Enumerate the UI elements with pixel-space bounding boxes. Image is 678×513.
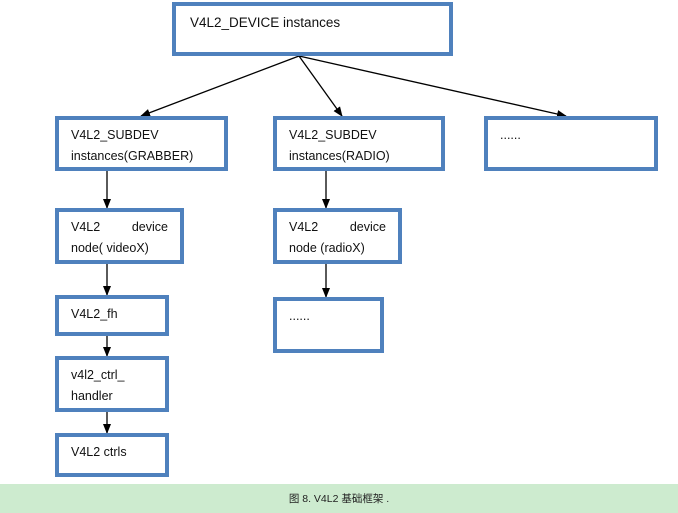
radio-more-label: ...... bbox=[289, 309, 310, 323]
subdev-grabber-line2: instances(GRABBER) bbox=[71, 149, 194, 163]
subdev-radio-line1: V4L2_SUBDEV bbox=[289, 128, 377, 142]
arrow-root-to-radio bbox=[298, 55, 343, 117]
subdev-grabber-line1: V4L2_SUBDEV bbox=[71, 128, 159, 142]
radio-more-box: ...... bbox=[273, 297, 384, 353]
video-device-node-box: V4L2 device node( videoX) bbox=[55, 208, 184, 264]
v4l2-device-instances-box: V4L2_DEVICE instances bbox=[172, 2, 453, 56]
figure-caption: 图 8. V4L2 基础框架 . bbox=[288, 493, 390, 505]
radio-device-node-line2: node (radioX) bbox=[289, 241, 365, 255]
subdev-more-box: ...... bbox=[484, 116, 658, 171]
caption-bar: 图 8. V4L2 基础框架 . bbox=[0, 484, 678, 513]
arrow-root-to-more bbox=[298, 55, 567, 118]
radio-device-node-box: V4L2 device node (radioX) bbox=[273, 208, 402, 264]
v4l2-ctrls-label: V4L2 ctrls bbox=[71, 445, 127, 459]
arrow-root-to-grabber bbox=[140, 55, 300, 117]
ctrl-handler-line1: v4l2_ctrl_ bbox=[71, 368, 125, 382]
subdev-more-label: ...... bbox=[500, 128, 521, 142]
subdev-radio-line2: instances(RADIO) bbox=[289, 149, 390, 163]
v4l2-fh-box: V4L2_fh bbox=[55, 295, 169, 336]
v4l2-framework-diagram: V4L2_DEVICE instances V4L2_SUBDEV instan… bbox=[55, 2, 658, 477]
video-device-node-line1: V4L2 device bbox=[71, 220, 168, 234]
video-device-node-line2: node( videoX) bbox=[71, 241, 149, 255]
v4l2-fh-label: V4L2_fh bbox=[71, 307, 118, 321]
subdev-grabber-box: V4L2_SUBDEV instances(GRABBER) bbox=[55, 116, 228, 171]
v4l2-ctrl-handler-box: v4l2_ctrl_ handler bbox=[55, 356, 169, 412]
v4l2-device-instances-label: V4L2_DEVICE instances bbox=[190, 15, 341, 30]
v4l2-ctrls-box: V4L2 ctrls bbox=[55, 433, 169, 477]
ctrl-handler-line2: handler bbox=[71, 389, 113, 403]
radio-device-node-line1: V4L2 device bbox=[289, 220, 386, 234]
subdev-radio-box: V4L2_SUBDEV instances(RADIO) bbox=[273, 116, 445, 171]
diagram-arrows bbox=[103, 55, 567, 434]
